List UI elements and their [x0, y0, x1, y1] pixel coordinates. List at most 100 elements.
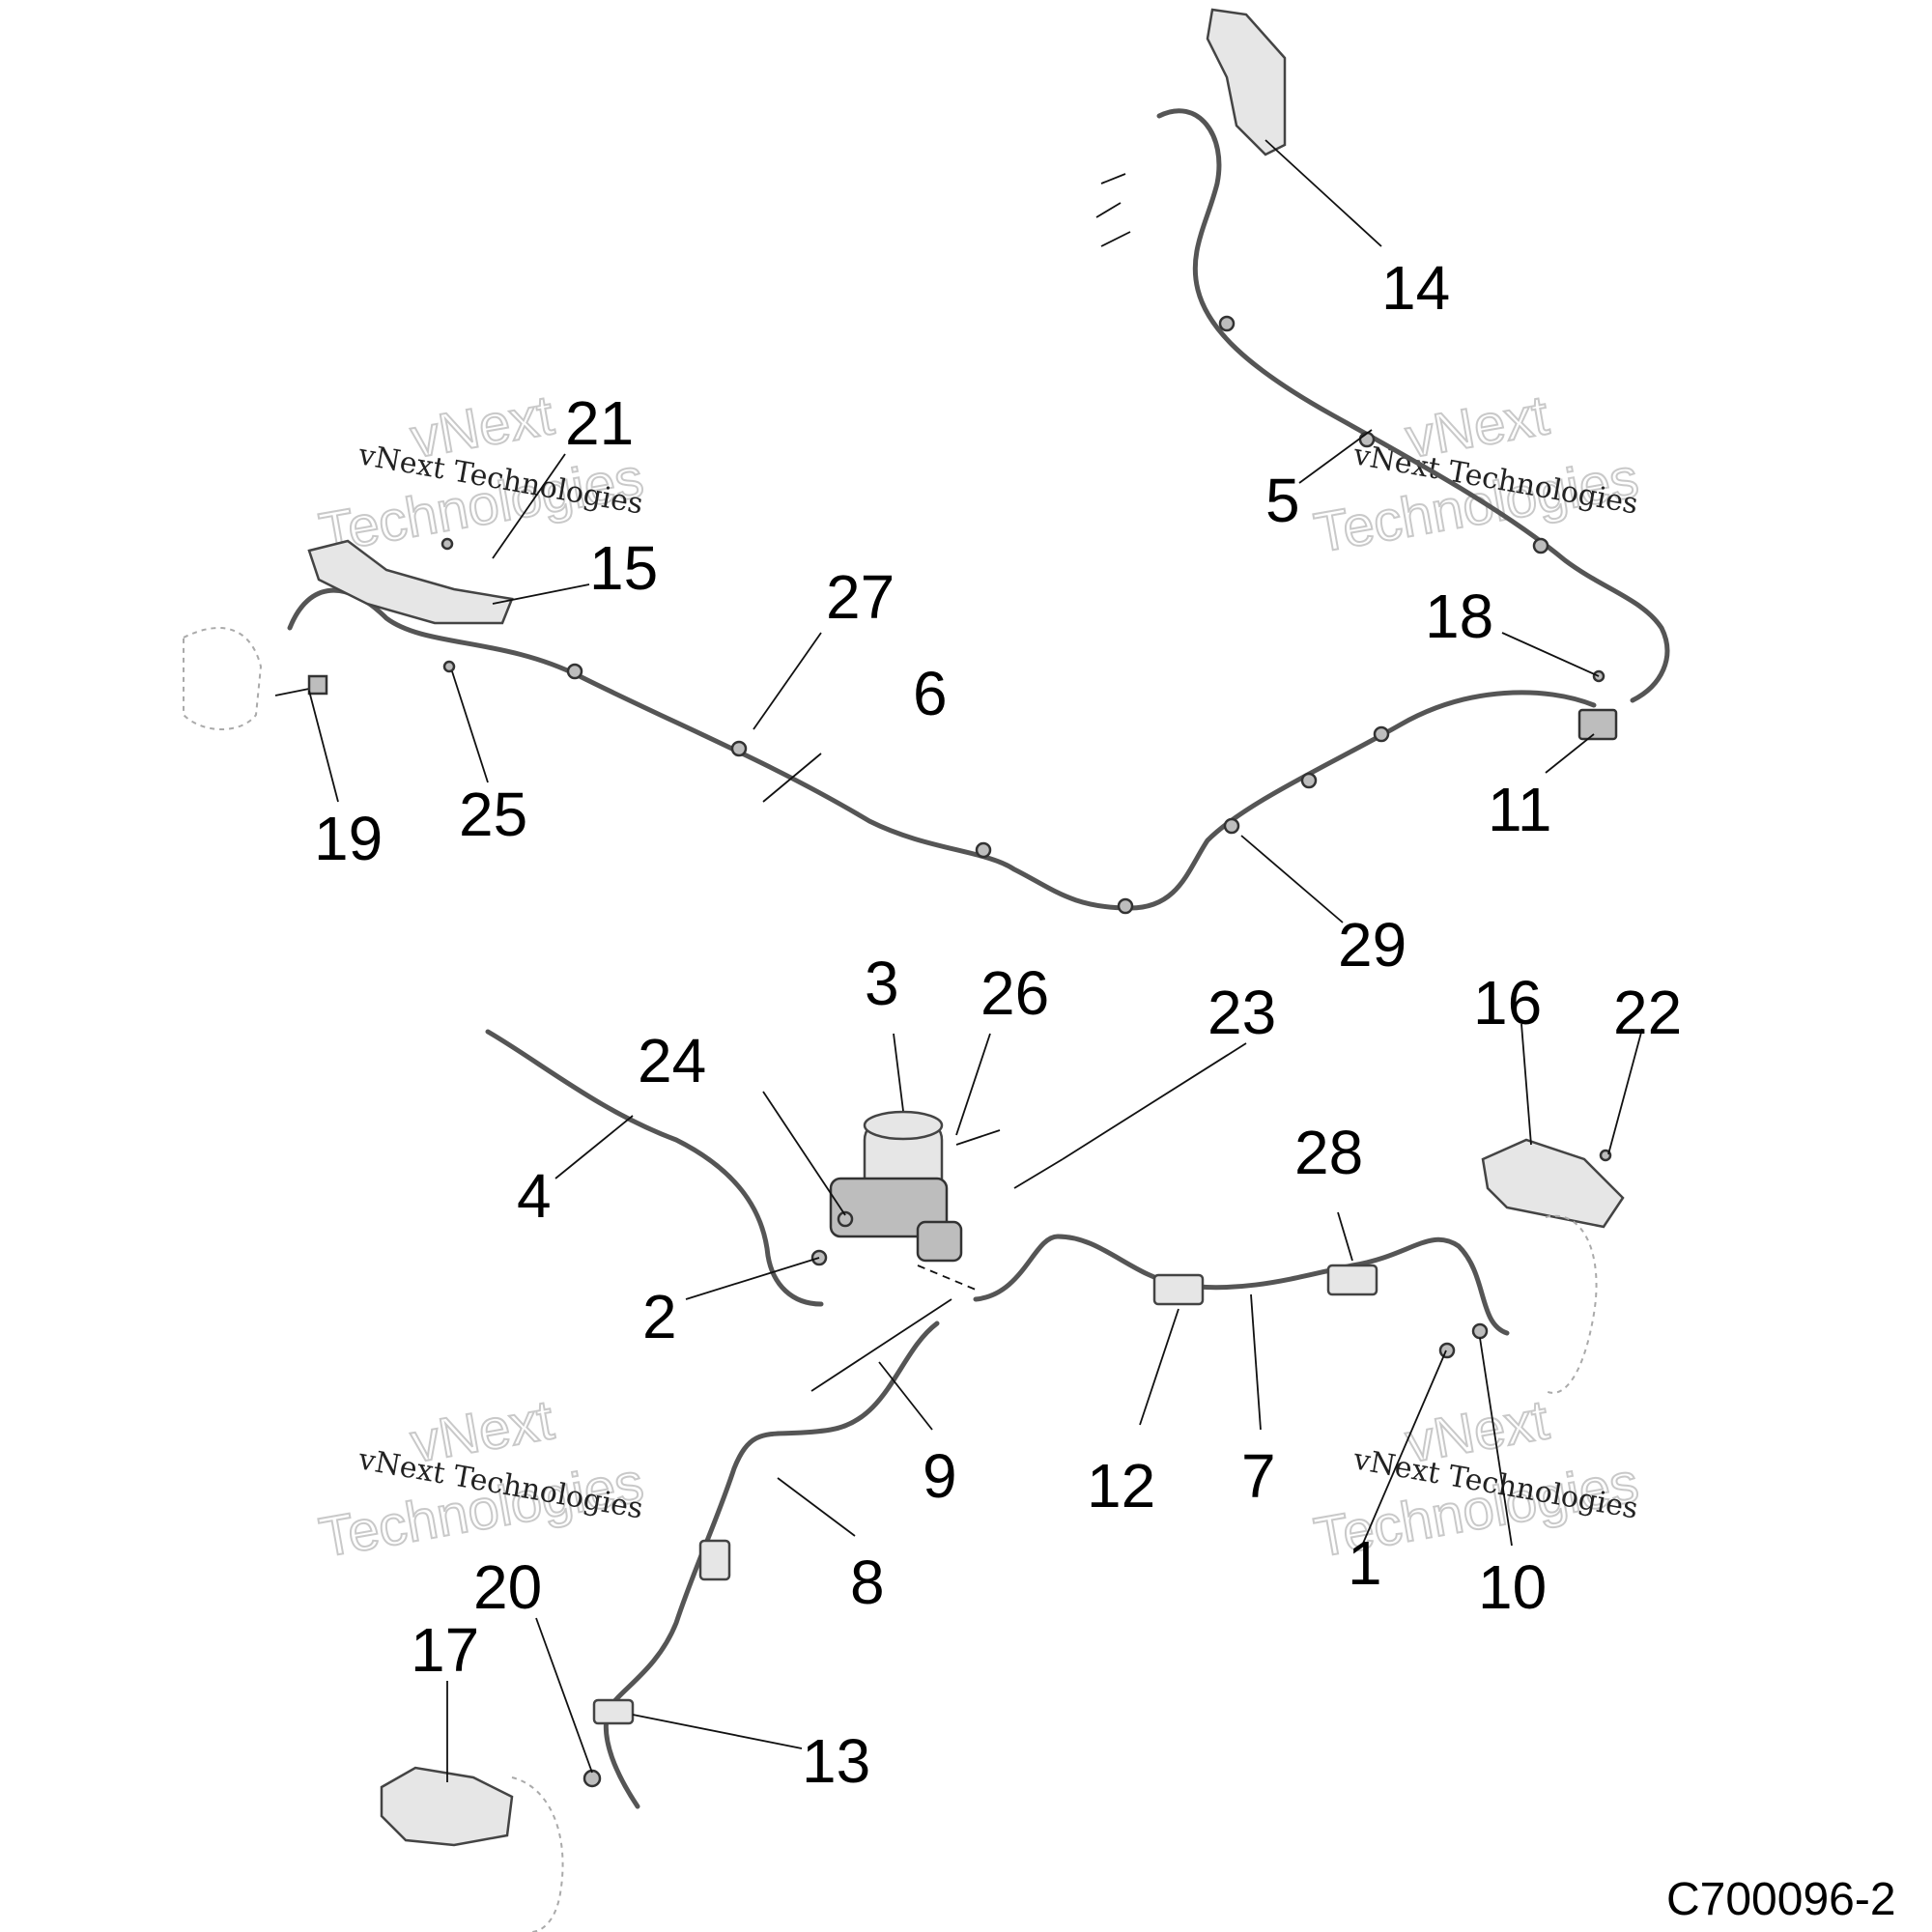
leader-4: [554, 1115, 634, 1179]
right-rotor-outline: [1545, 1214, 1598, 1394]
clip-27: [566, 663, 583, 680]
left-rotor-outline: [511, 1776, 564, 1932]
leader-19: [308, 690, 339, 803]
clip: [1117, 897, 1134, 915]
clip: [1373, 725, 1390, 743]
callout-23: 23: [1208, 978, 1276, 1047]
bolt: [1095, 202, 1122, 218]
callout-17: 17: [411, 1615, 479, 1685]
clip: [1218, 315, 1236, 332]
clip: [1300, 772, 1318, 789]
leader-16: [1520, 1023, 1532, 1146]
clip: [1532, 537, 1549, 554]
leader-6: [762, 753, 822, 803]
master-cylinder-3: [829, 1110, 963, 1263]
fastener-21: [440, 537, 454, 551]
callout-18: 18: [1425, 582, 1493, 651]
leader-23: [1062, 1042, 1247, 1160]
assembly-guide: [917, 1264, 977, 1291]
washer-1: [1438, 1342, 1456, 1359]
leader-22: [1607, 1028, 1643, 1155]
clamp-13: [592, 1698, 635, 1725]
leader-20: [535, 1617, 593, 1774]
leader-11: [1545, 733, 1595, 774]
upper-left-caliper-outline: [183, 627, 263, 730]
clip-29: [1223, 817, 1240, 835]
bolt-23: [1013, 1158, 1064, 1189]
brake-line-4: [485, 1029, 824, 1307]
clip: [1358, 431, 1376, 448]
leader-3: [893, 1033, 904, 1112]
caliper-17: [380, 1766, 514, 1847]
brake-line-8: [603, 1321, 940, 1809]
leader-14: [1264, 139, 1382, 247]
fitting-9: [810, 1298, 952, 1392]
diagram-code: C700096-2: [1666, 1874, 1896, 1925]
callout-11: 11: [1488, 775, 1551, 844]
callout-8: 8: [850, 1548, 885, 1617]
callout-6: 6: [913, 659, 948, 728]
leader-2: [685, 1257, 820, 1300]
leader-26: [955, 1033, 991, 1136]
leader-25: [451, 670, 489, 783]
callout-15: 15: [589, 533, 658, 603]
brake-line-6: [287, 587, 1597, 911]
leader-8: [777, 1477, 856, 1537]
junction-block-11: [1577, 708, 1618, 741]
callout-22: 22: [1613, 978, 1682, 1047]
callout-29: 29: [1338, 910, 1406, 980]
clip: [975, 841, 992, 859]
washer-10: [1471, 1322, 1489, 1340]
callout-21: 21: [565, 388, 634, 458]
callout-14: 14: [1381, 253, 1450, 323]
leader-27: [753, 632, 822, 730]
callout-12: 12: [1087, 1451, 1155, 1520]
bolt: [1100, 231, 1131, 247]
leader-1: [1361, 1350, 1447, 1547]
brake-line-7: [973, 1234, 1510, 1336]
callout-19: 19: [314, 804, 383, 873]
callout-7: 7: [1241, 1441, 1276, 1511]
callout-26: 26: [980, 958, 1049, 1028]
callout-4: 4: [517, 1161, 552, 1231]
leader-lines: [308, 139, 1643, 1782]
heat-shield-14: [1206, 8, 1287, 156]
clamp: [698, 1539, 731, 1581]
leader-5: [1298, 429, 1373, 484]
caliper-16: [1481, 1138, 1625, 1229]
clip: [730, 740, 748, 757]
callout-13: 13: [802, 1726, 870, 1796]
leader-29: [1240, 835, 1344, 923]
leader-12: [1139, 1308, 1179, 1426]
callout-2: 2: [642, 1282, 677, 1351]
upper-brake-line-assembly: [183, 8, 1670, 915]
leader-21: [492, 453, 566, 559]
callout-20: 20: [473, 1552, 542, 1622]
clamp-28: [1326, 1264, 1378, 1296]
leader-15: [492, 583, 590, 605]
callout-16: 16: [1473, 968, 1542, 1037]
leader-9: [878, 1361, 933, 1431]
callout-27: 27: [826, 562, 895, 632]
fastener-20: [582, 1769, 602, 1788]
leader-24: [762, 1091, 846, 1216]
lower-brake-assembly: [380, 1029, 1625, 1932]
callout-5: 5: [1265, 466, 1300, 535]
bolt-26: [955, 1129, 1001, 1146]
callout-28: 28: [1294, 1118, 1363, 1187]
leader-7: [1250, 1293, 1262, 1431]
callout-labels: 1 2 3 4 5 6 7 8 9 10 11 12 13 14 15 16 1…: [314, 253, 1682, 1796]
callout-3: 3: [865, 949, 899, 1018]
leader-13: [632, 1714, 803, 1749]
callout-10: 10: [1478, 1552, 1547, 1622]
brake-line-5: [1156, 108, 1670, 703]
washer-24: [837, 1210, 854, 1228]
clamp-12: [1152, 1273, 1205, 1306]
callout-9: 9: [923, 1441, 957, 1511]
bolt-19: [274, 674, 328, 696]
leader-28: [1337, 1211, 1353, 1262]
bolt: [1100, 173, 1126, 185]
heat-shield-15: [307, 539, 514, 625]
leader-10: [1479, 1337, 1513, 1547]
